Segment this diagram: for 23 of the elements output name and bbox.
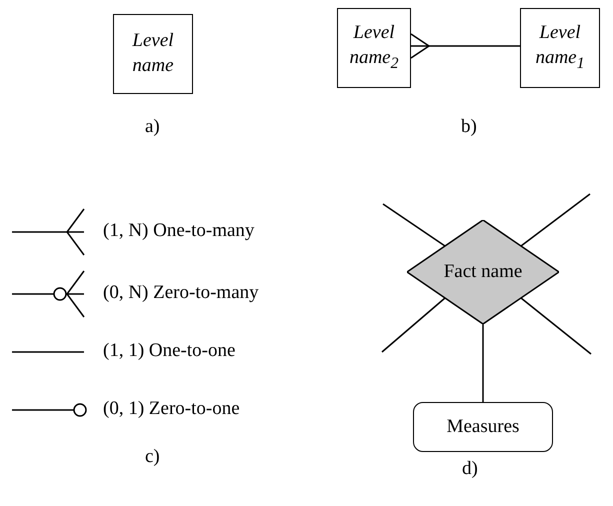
notation-label: (1, 1) One-to-one xyxy=(103,340,236,362)
entity-box xyxy=(337,8,411,88)
entity-name: Level name xyxy=(131,29,175,78)
entity-name: Level name$_{2}$ xyxy=(349,21,399,74)
connector-line xyxy=(520,297,592,355)
connector-line xyxy=(382,297,446,353)
notation-label: (0, N) Zero-to-many xyxy=(103,282,259,304)
panel-label: b) xyxy=(461,116,477,138)
connector-line xyxy=(382,203,446,247)
connector-line xyxy=(482,324,484,402)
fact-name: Fact name xyxy=(444,260,522,284)
panel-label: d) xyxy=(462,458,478,480)
entity-name: Level name$_{1}$ xyxy=(535,21,585,74)
notation-label: (0, 1) Zero-to-one xyxy=(103,398,240,420)
entity-box xyxy=(520,8,600,88)
panel-label: a) xyxy=(145,116,160,138)
measures-label: Measures xyxy=(446,414,520,439)
connector-line xyxy=(520,193,590,247)
measures-box xyxy=(413,402,553,452)
crows-foot-connector xyxy=(410,33,520,59)
notation-label: (1, N) One-to-many xyxy=(103,220,254,242)
entity-box xyxy=(113,14,193,94)
panel-label: c) xyxy=(145,446,160,468)
